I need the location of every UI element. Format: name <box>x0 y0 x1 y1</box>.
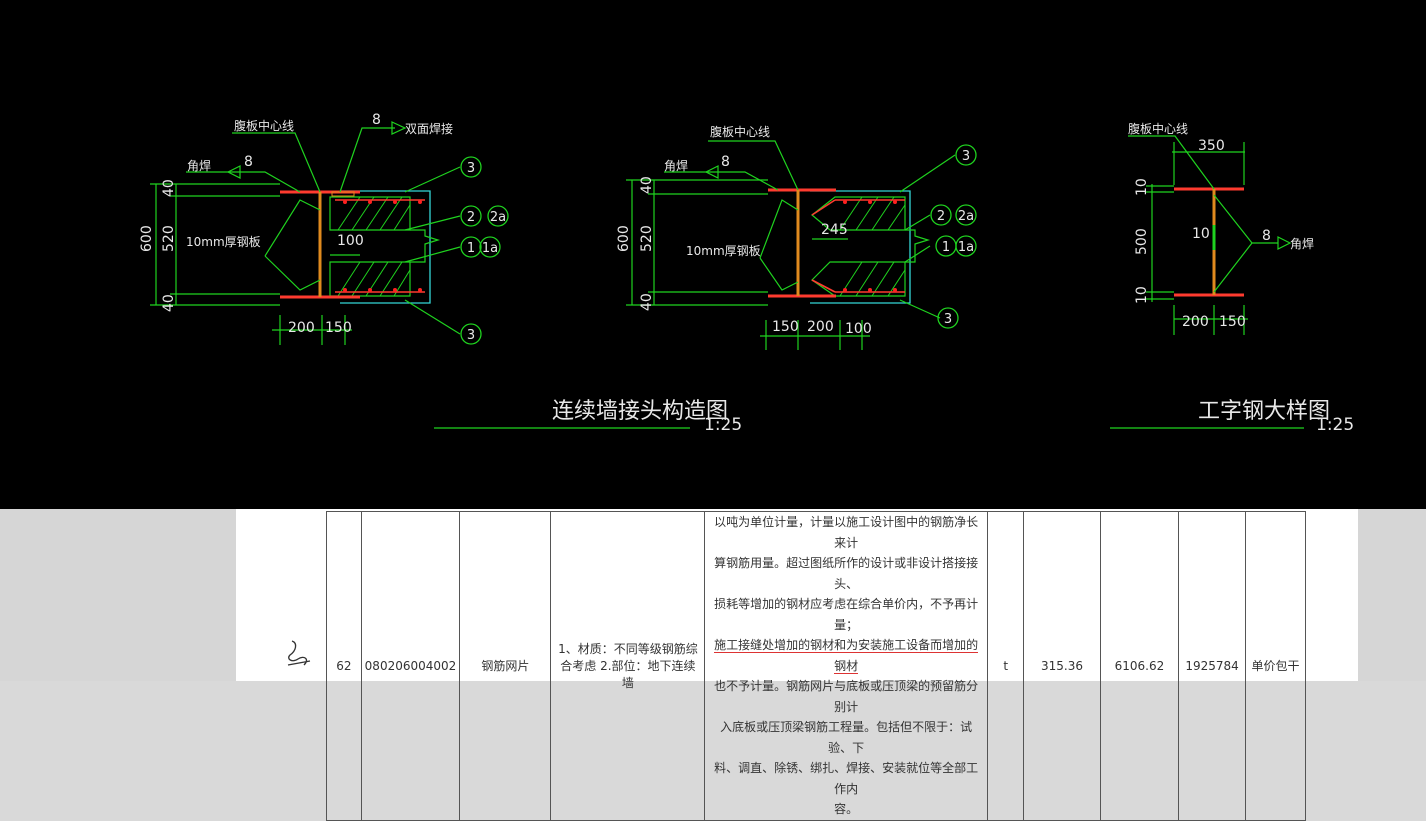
desc-line: 以吨为单位计量，计量以施工设计图中的钢筋净长来计 <box>714 515 979 550</box>
left-bubble-1: 1 <box>467 241 475 256</box>
desc-line: 入底板或压顶梁钢筋工程量。包括但不限于：试验、下 <box>720 720 973 755</box>
bill-document: 62 080206004002 钢筋网片 1、材质：不同等级钢筋综合考虑 2.部… <box>0 509 1426 821</box>
item-remark: 单价包干 <box>1244 511 1307 821</box>
mid-dim-w2: 200 <box>807 319 834 335</box>
mid-steel-plate-label: 10mm厚钢板 <box>686 244 761 258</box>
left-detail: 600 520 40 40 200 150 100 腹板中心线 8 双面焊接 角… <box>139 112 509 345</box>
right-detail: 350 腹板中心线 10 500 10 10 8 角焊 200 150 <box>1128 121 1314 335</box>
cad-drawing: 600 520 40 40 200 150 100 腹板中心线 8 双面焊接 角… <box>0 0 1426 509</box>
item-amount: 1925784 <box>1178 511 1246 821</box>
mid-dim-bottom: 40 <box>639 293 655 311</box>
mid-dim-gap: 245 <box>821 222 848 238</box>
left-drawing-title: 连续墙接头构造图 <box>552 399 728 424</box>
mid-dim-w3: 100 <box>845 321 872 337</box>
item-description: 以吨为单位计量，计量以施工设计图中的钢筋净长来计 算钢筋用量。超过图纸所作的设计… <box>704 511 989 821</box>
mid-dim-total: 600 <box>616 225 632 252</box>
table-row: 62 080206004002 钢筋网片 1、材质：不同等级钢筋综合考虑 2.部… <box>326 511 1307 821</box>
mid-bubble-2a: 2a <box>958 209 974 224</box>
handwritten-mark <box>287 640 311 666</box>
item-quantity: 315.36 <box>1023 511 1101 821</box>
mid-fillet-size: 8 <box>721 154 730 170</box>
left-flange-centerline-label: 腹板中心线 <box>234 118 294 133</box>
mid-bubble-1a: 1a <box>958 240 974 255</box>
item-name: 钢筋网片 <box>459 511 552 821</box>
desc-line: 损耗等增加的钢材应考虑在综合单价内，不予再计量； <box>714 597 979 632</box>
left-fillet-size: 8 <box>244 154 253 170</box>
right-fillet-weld-label: 角焊 <box>1290 236 1314 251</box>
right-dim-w1: 200 <box>1182 314 1209 330</box>
left-double-weld-label: 双面焊接 <box>405 121 453 136</box>
left-steel-plate-label: 10mm厚钢板 <box>186 235 261 249</box>
item-unit: t <box>987 511 1025 821</box>
left-dim-bottom: 40 <box>161 294 177 312</box>
left-bubble-3-top: 3 <box>467 161 475 176</box>
right-dim-w2: 150 <box>1219 314 1246 330</box>
right-flange-centerline-label: 腹板中心线 <box>1128 121 1188 136</box>
bill-page: 62 080206004002 钢筋网片 1、材质：不同等级钢筋综合考虑 2.部… <box>236 509 1358 821</box>
right-dim-mid: 500 <box>1134 228 1150 255</box>
left-bubble-2a: 2a <box>490 210 506 225</box>
bill-table: 62 080206004002 钢筋网片 1、材质：不同等级钢筋综合考虑 2.部… <box>326 511 1307 821</box>
mid-dim-w1: 150 <box>772 319 799 335</box>
mid-dim-top: 40 <box>639 176 655 194</box>
left-dim-total: 600 <box>139 225 155 252</box>
left-dim-w2: 150 <box>325 320 352 336</box>
mid-bubble-1: 1 <box>942 240 950 255</box>
mid-fillet-weld-label: 角焊 <box>664 158 688 173</box>
row-index: 62 <box>326 511 362 821</box>
mid-bubble-3-bottom: 3 <box>944 312 952 327</box>
item-unit-price: 6106.62 <box>1099 511 1180 821</box>
left-dim-w1: 200 <box>288 320 315 336</box>
left-drawing-scale: 1:25 <box>704 415 742 435</box>
desc-line: 算钢筋用量。超过图纸所作的设计或非设计搭接接头、 <box>714 556 979 591</box>
left-fillet-weld-label: 角焊 <box>187 158 211 173</box>
left-dim-gap: 100 <box>337 233 364 249</box>
left-dim-top: 40 <box>161 179 177 197</box>
middle-detail: 600 520 40 40 150 200 100 245 腹板中心线 角焊 8… <box>616 124 977 350</box>
mid-dim-mid: 520 <box>639 225 655 252</box>
mid-bubble-2: 2 <box>937 209 945 224</box>
desc-line: 容。 <box>834 802 859 816</box>
right-dim-top: 10 <box>1134 178 1150 196</box>
mid-bubble-3-top: 3 <box>962 149 970 164</box>
right-web-thickness: 10 <box>1192 226 1210 242</box>
left-dim-mid: 520 <box>161 225 177 252</box>
desc-line: 也不予计量。钢筋网片与底板或压顶梁的预留筋分别计 <box>714 679 979 714</box>
left-bubble-3-bottom: 3 <box>467 328 475 343</box>
right-drawing-title: 工字钢大样图 <box>1198 399 1330 424</box>
right-dim-bottom: 10 <box>1134 286 1150 304</box>
right-drawing-scale: 1:25 <box>1316 415 1354 435</box>
cad-canvas: 600 520 40 40 200 150 100 腹板中心线 8 双面焊接 角… <box>139 112 1354 435</box>
desc-line: 料、调直、除锈、绑扎、焊接、安装就位等全部工作内 <box>714 761 979 796</box>
desc-line-underlined: 施工接缝处增加的钢材和为安装施工设备而增加的钢材 <box>714 638 979 674</box>
left-weld-size: 8 <box>372 112 381 128</box>
item-code: 080206004002 <box>360 511 461 821</box>
item-feature: 1、材质：不同等级钢筋综合考虑 2.部位：地下连续墙 <box>550 511 706 821</box>
right-dim-width: 350 <box>1198 138 1225 154</box>
mid-flange-centerline-label: 腹板中心线 <box>710 124 770 139</box>
left-bubble-2: 2 <box>467 210 475 225</box>
right-weld-size: 8 <box>1262 228 1271 244</box>
left-bubble-1a: 1a <box>482 241 498 256</box>
